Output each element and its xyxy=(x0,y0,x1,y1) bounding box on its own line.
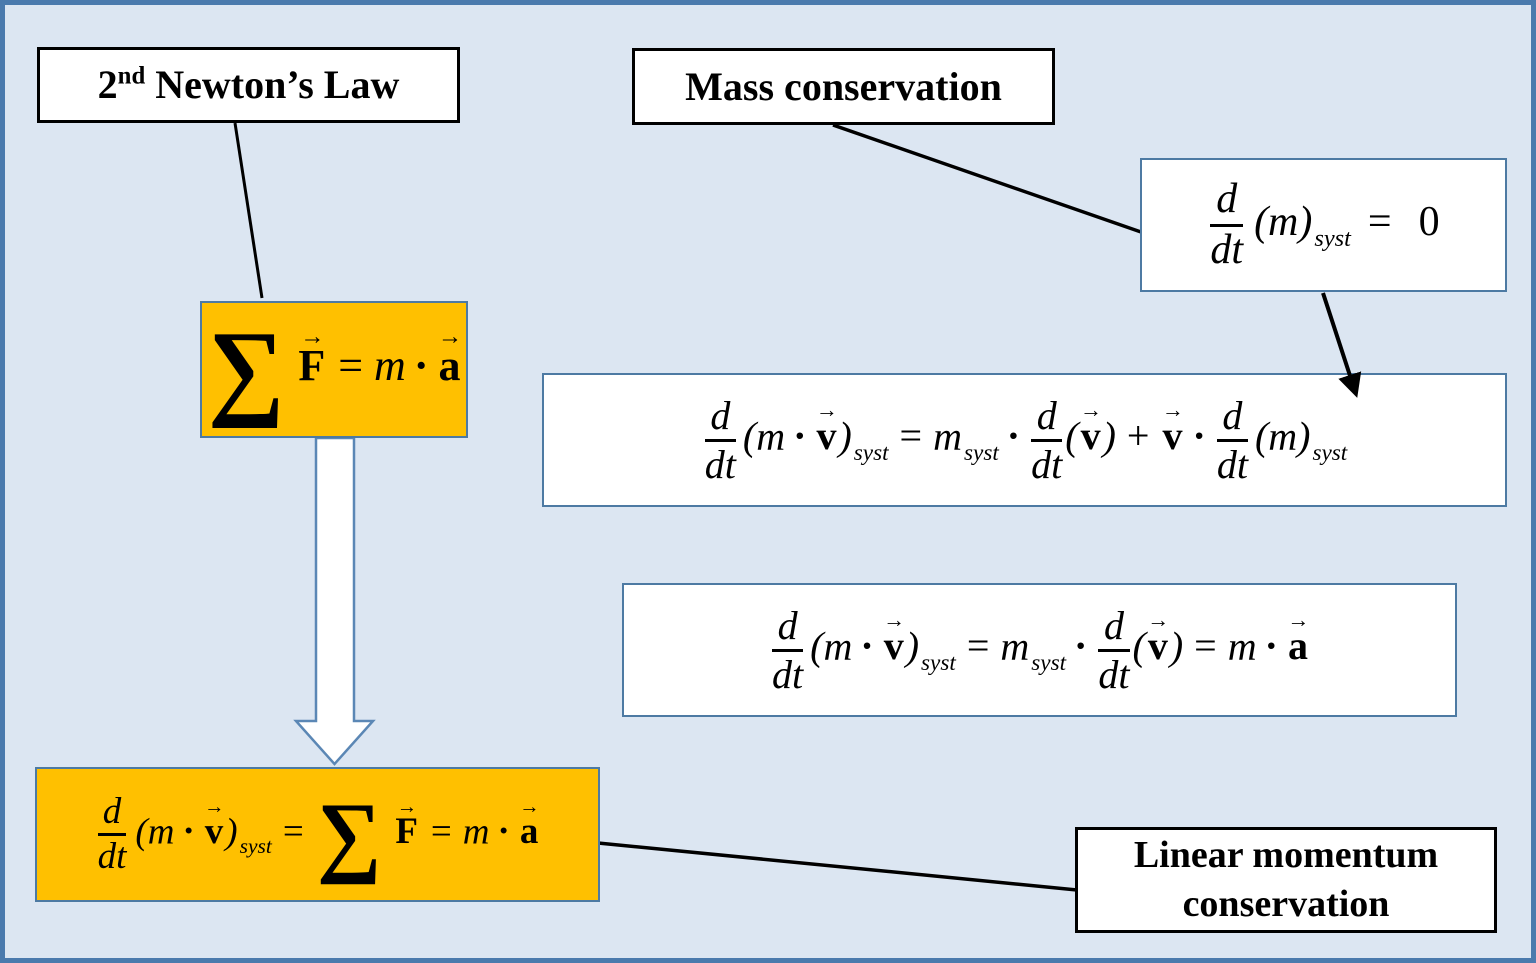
vector-arrow-icon: → xyxy=(1079,396,1102,422)
eq-token-op: = xyxy=(338,340,364,390)
vector-arrow-icon: → xyxy=(883,606,906,632)
eq-token-sub: syst xyxy=(1314,224,1351,252)
eq-token-dot: · xyxy=(1264,623,1278,669)
block-arrow-down xyxy=(293,436,376,766)
eq-token-vec: →F xyxy=(298,322,326,390)
eq-token-vec: →v xyxy=(1161,396,1184,459)
eq-token-it: ) xyxy=(1169,623,1184,669)
eq-token-it: m xyxy=(933,413,962,459)
vector-arrow-icon: → xyxy=(815,396,838,422)
eq-token-dot: · xyxy=(860,623,874,669)
eq-token-vec: →a xyxy=(437,322,463,390)
eq-token-it: (m) xyxy=(1254,198,1313,245)
connector-newton-label-line xyxy=(233,122,264,299)
eq-token-sum: ∑ xyxy=(207,309,285,429)
eq-token-dot: · xyxy=(413,340,429,390)
eq-token-it: ( xyxy=(1065,413,1079,459)
eq-token-dot: · xyxy=(497,810,510,852)
linear-momentum-label: Linear momentum conservation xyxy=(1075,827,1497,933)
vector-arrow-icon: → xyxy=(204,796,225,819)
eq-token-vec: →v xyxy=(815,396,838,459)
eq-token-it: (m) xyxy=(1254,413,1311,459)
eq-token-op: = xyxy=(966,623,990,669)
eq-token-it: ) xyxy=(225,810,238,852)
eq-token-op: = xyxy=(282,810,304,852)
eq-token-dot: · xyxy=(793,413,807,459)
eq-token-it: ( xyxy=(1132,623,1146,669)
eq-token-vec: →a xyxy=(519,796,540,852)
connector-momentum-label-line xyxy=(597,841,1078,892)
eq-token-sub: syst xyxy=(1312,439,1348,466)
eq-token-it: (m xyxy=(810,623,853,669)
vector-arrow-icon: → xyxy=(1287,606,1310,632)
eq-token-dot: · xyxy=(182,810,195,852)
newton-law-label: 2nd Newton’s Law xyxy=(37,47,460,123)
eq-newton: ∑→F=m·→a xyxy=(205,315,463,423)
eq-token-it: m xyxy=(374,340,406,390)
eq-token-vec: →a xyxy=(1287,606,1310,669)
eq-token-it: m xyxy=(1227,623,1257,669)
eq-token-op: = xyxy=(899,413,923,459)
newton-law-prefix: 2 xyxy=(97,62,118,107)
mass-conservation-text: Mass conservation xyxy=(685,63,1002,109)
mass-conservation-label: Mass conservation xyxy=(632,48,1055,125)
eq-token-vec: →F xyxy=(395,796,418,852)
vector-arrow-icon: → xyxy=(300,322,325,350)
eq-token-dot: · xyxy=(1074,623,1088,669)
connector-mass-label-line xyxy=(832,123,1142,234)
linear-momentum-text: Linear momentum conservation xyxy=(1134,831,1438,930)
newton-law-superscript: nd xyxy=(117,62,146,90)
eq-token-sub: syst xyxy=(921,649,956,676)
eq-token-sub: syst xyxy=(239,833,272,858)
eq-token-it: (m xyxy=(135,810,175,852)
eq-token-op: + xyxy=(1126,413,1150,459)
eq-token-op: = xyxy=(430,810,452,852)
vector-arrow-icon: → xyxy=(396,796,418,819)
eq-token-it: ) xyxy=(905,623,920,669)
eq-token-vec: →v xyxy=(1079,396,1102,459)
eq-token-it: m xyxy=(1000,623,1030,669)
vector-arrow-icon: → xyxy=(437,322,463,350)
linear-momentum-line1: Linear momentum xyxy=(1133,833,1439,876)
eq-token-it: (m xyxy=(742,413,786,459)
eq-token-it: ) xyxy=(838,413,852,459)
newton-law-text: 2nd Newton’s Law xyxy=(98,59,400,111)
vector-arrow-icon: → xyxy=(519,796,540,819)
eq-token-op: = xyxy=(1194,623,1217,669)
linear-momentum-line2: conservation xyxy=(1182,883,1390,925)
eq-token-n: 0 xyxy=(1418,198,1440,245)
newton-law-rest: Newton’s Law xyxy=(145,62,400,107)
vector-arrow-icon: → xyxy=(1161,396,1184,422)
eq-token-op: = xyxy=(1367,198,1392,245)
eq-token-vec: →v xyxy=(1147,606,1170,669)
eq-token-vec: →v xyxy=(883,606,906,669)
eq-token-vec: →v xyxy=(204,796,225,852)
eq-token-sub: syst xyxy=(964,439,999,466)
vector-arrow-icon: → xyxy=(1147,606,1170,632)
eq-token-dot: · xyxy=(1006,413,1021,459)
eq-token-dot: · xyxy=(1192,413,1206,459)
eq-token-sub: syst xyxy=(853,439,889,466)
eq-token-it: m xyxy=(462,810,490,852)
eq-token-sub: syst xyxy=(1031,649,1067,676)
eq-token-sum: ∑ xyxy=(316,783,382,885)
eq-token-it: ) xyxy=(1102,413,1116,459)
newton-equation-box: ∑→F=m·→a xyxy=(200,301,468,438)
